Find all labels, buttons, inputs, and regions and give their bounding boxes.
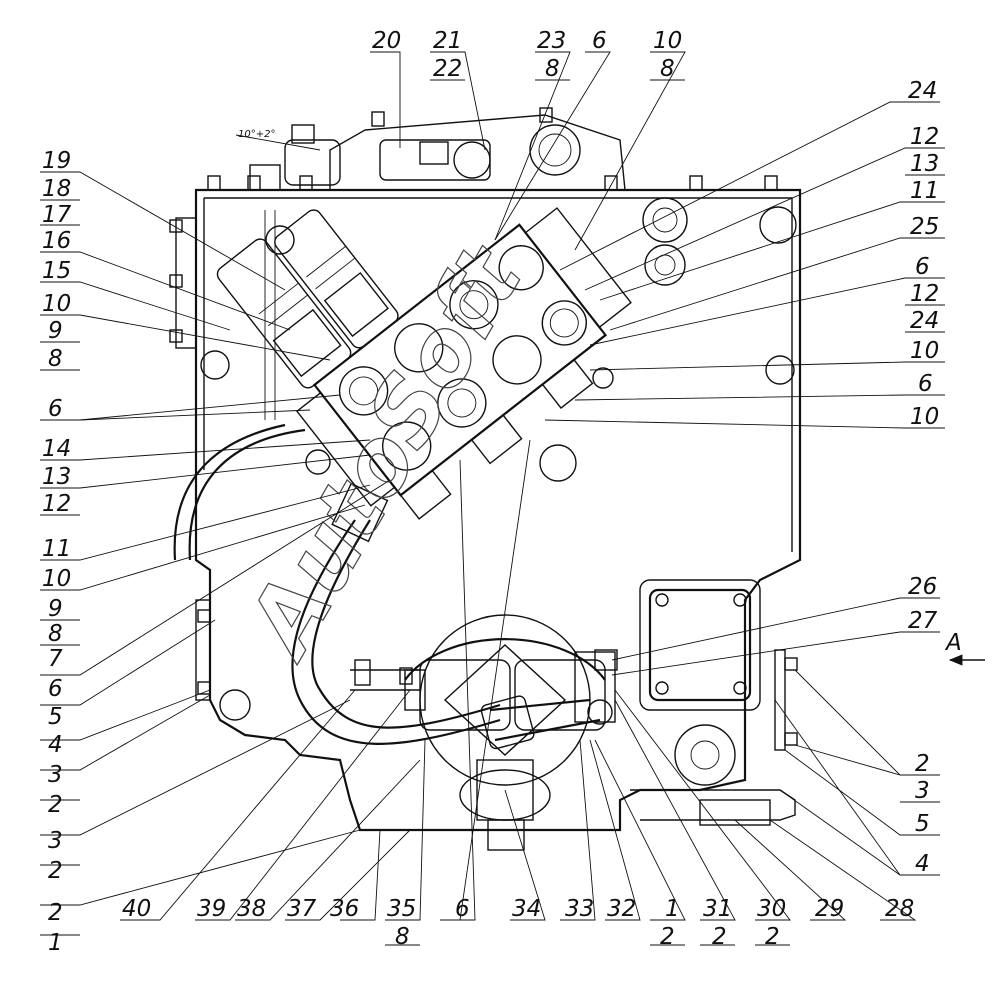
callout-12: 12 [910, 281, 939, 307]
top-fitting [249, 124, 491, 191]
callout-10: 10 [42, 566, 71, 592]
callout-24: 24 [908, 78, 937, 104]
callout-22: 22 [433, 56, 462, 82]
callout-9: 9 [48, 596, 63, 622]
callout-2: 2 [712, 924, 727, 950]
callout-18: 18 [42, 176, 71, 202]
callout-6: 6 [918, 371, 933, 397]
callout-27: 27 [908, 608, 938, 634]
callout-2: 2 [48, 792, 63, 818]
callout-20: 20 [372, 28, 401, 54]
callout-19: 19 [42, 148, 71, 174]
callout-10: 10 [653, 28, 682, 54]
callout-37: 37 [287, 896, 317, 922]
callout-2: 2 [915, 751, 930, 777]
callout-3: 3 [48, 828, 63, 854]
callout-11: 11 [42, 536, 71, 562]
callout-33: 33 [565, 896, 594, 922]
callout-8: 8 [395, 924, 410, 950]
callout-8: 8 [48, 346, 63, 372]
callout-21: 21 [433, 28, 462, 54]
leader-lines [40, 51, 985, 946]
callout-6: 6 [48, 676, 63, 702]
callout-1: 1 [48, 930, 63, 956]
cover-plate [630, 579, 796, 826]
pump-assembly [350, 614, 618, 851]
callout-23: 23 [537, 28, 566, 54]
valve-block [216, 207, 632, 520]
callout-8: 8 [48, 621, 63, 647]
callout-6: 6 [592, 28, 607, 54]
callout-39: 39 [197, 896, 226, 922]
callout-8: 8 [660, 56, 675, 82]
callout-5: 5 [48, 704, 63, 730]
callout-labels: 20 21 22 23 8 6 10 8 24 12 13 11 25 6 12… [42, 28, 962, 956]
callout-36: 36 [330, 896, 359, 922]
callout-29: 29 [815, 896, 844, 922]
callout-40: 40 [122, 896, 151, 922]
callout-38: 38 [237, 896, 266, 922]
callout-10: 10 [910, 338, 939, 364]
callout-1: 1 [665, 896, 680, 922]
callout-10: 10 [910, 404, 939, 430]
callout-24: 24 [910, 308, 939, 334]
callout-3: 3 [48, 762, 63, 788]
callout-12: 12 [910, 124, 939, 150]
callout-31: 31 [703, 896, 732, 922]
callout-16: 16 [42, 228, 71, 254]
callout-15: 15 [42, 258, 71, 284]
callout-26: 26 [908, 574, 937, 600]
callout-30: 30 [757, 896, 786, 922]
callout-6: 6 [455, 896, 470, 922]
callout-2: 2 [765, 924, 780, 950]
callout-11: 11 [910, 178, 939, 204]
callout-6: 6 [48, 396, 63, 422]
callout-4: 4 [915, 851, 930, 877]
callout-5: 5 [915, 811, 930, 837]
callout-4: 4 [48, 732, 63, 758]
callout-8: 8 [545, 56, 560, 82]
view-label-a: A [944, 630, 962, 656]
callout-35: 35 [387, 896, 416, 922]
callout-12: 12 [42, 491, 71, 517]
callout-25: 25 [910, 214, 939, 240]
callout-2: 2 [48, 900, 63, 926]
callout-10: 10 [42, 291, 71, 317]
callout-17: 17 [42, 202, 72, 228]
callout-34: 34 [512, 896, 541, 922]
callout-9: 9 [48, 318, 63, 344]
housing [169, 107, 802, 832]
callout-13: 13 [42, 464, 71, 490]
callout-32: 32 [607, 896, 636, 922]
callout-28: 28 [885, 896, 914, 922]
pipes [173, 423, 613, 750]
callout-3: 3 [915, 778, 930, 804]
callout-6: 6 [915, 254, 930, 280]
callout-2: 2 [660, 924, 675, 950]
angle-note: 10°+2° [238, 129, 275, 140]
callout-7: 7 [48, 646, 63, 672]
callout-13: 13 [910, 151, 939, 177]
callout-2: 2 [48, 858, 63, 884]
callout-14: 14 [42, 436, 71, 462]
